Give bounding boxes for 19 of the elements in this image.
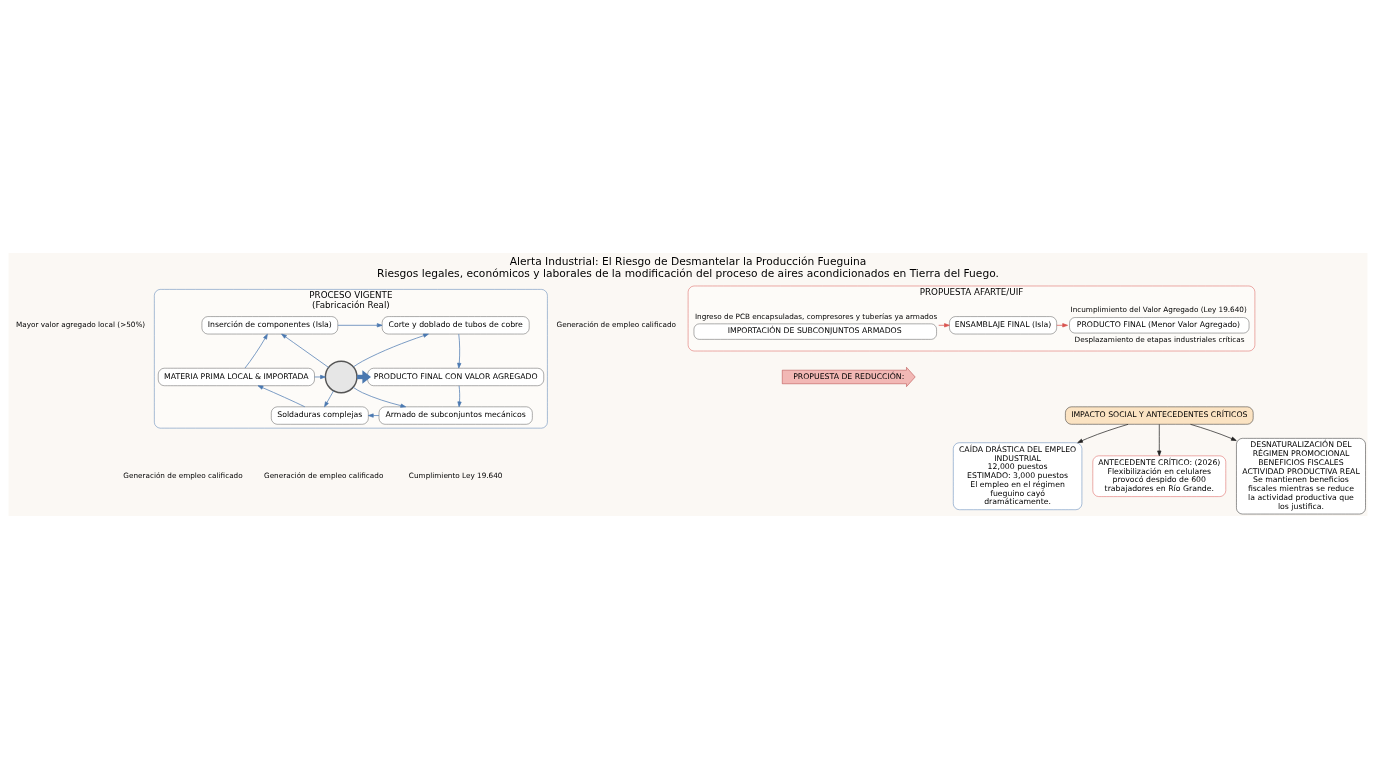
arrow bbox=[1077, 423, 1129, 443]
diagram-title: Alerta Industrial: El Riesgo de Desmantelar la Producción Fueguina bbox=[509, 254, 867, 268]
arrow bbox=[1056, 322, 1068, 327]
arrow bbox=[244, 333, 268, 368]
arrow bbox=[368, 413, 380, 418]
arrow bbox=[337, 322, 383, 327]
arrow bbox=[352, 386, 407, 408]
arrow bbox=[314, 374, 326, 379]
arrow bbox=[257, 384, 306, 407]
arrow bbox=[281, 333, 329, 368]
arrow bbox=[353, 333, 429, 367]
arrow bbox=[324, 389, 334, 407]
arrow bbox=[457, 384, 462, 407]
arrow bbox=[457, 333, 462, 368]
node-circle bbox=[324, 359, 358, 393]
caption: Riesgos legales, económicos y laborales de la modificación del proceso de aires acondicionados en Tierra del Fuego. bbox=[377, 266, 999, 280]
arrow bbox=[1190, 423, 1237, 441]
arrow bbox=[938, 322, 950, 327]
arrow bbox=[1157, 423, 1162, 456]
